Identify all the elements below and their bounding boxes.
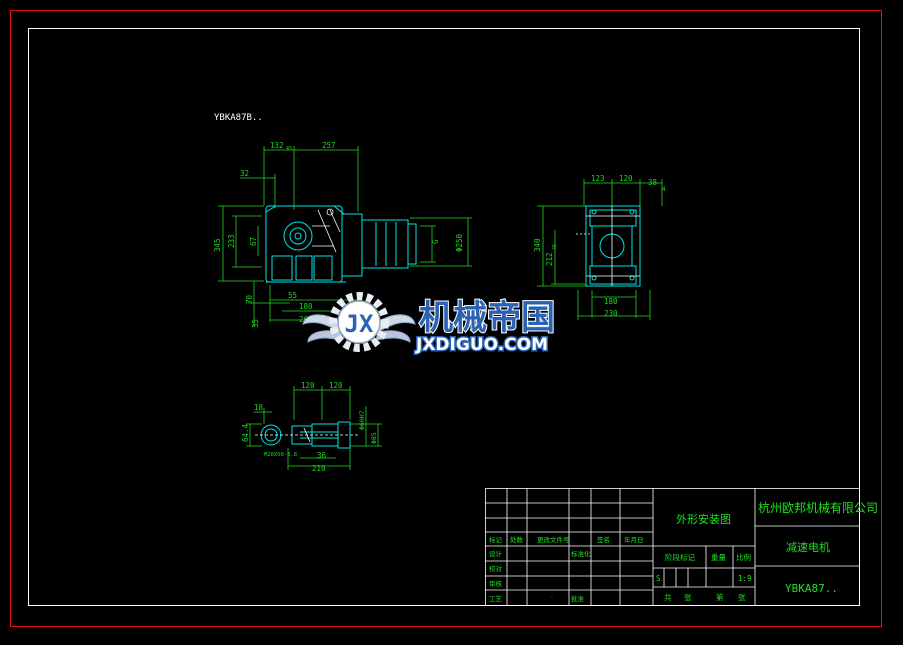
dim-side-180: 180: [604, 297, 618, 306]
front-view-outline: [312, 208, 341, 253]
dim-shaft-64-4: 64.4: [241, 423, 250, 442]
tb-sheet-total-a: 共: [664, 593, 672, 602]
tb-row-review: 审核: [489, 579, 503, 588]
side-view-outline: [576, 206, 640, 286]
tb-drawing-title: 外形安装图: [676, 512, 731, 526]
tb-product: 减速电机: [786, 540, 830, 554]
tb-row-approve: 批准: [571, 594, 585, 603]
dim-front-top-sub: 45: [286, 146, 292, 152]
dim-front-67: 67: [249, 237, 258, 246]
dim-shaft-210: 210: [312, 464, 326, 473]
side-view: 123 120 38 4 340 212 45 180 230: [533, 174, 666, 320]
tb-scale-label: 比例: [736, 552, 751, 562]
tb-sheet-total-b: 张: [684, 593, 692, 602]
dim-side-340: 340: [533, 238, 542, 252]
tb-hdr-date: 年月日: [624, 535, 644, 544]
dim-front-G: G: [431, 239, 440, 244]
dim-shaft-120b: 120: [329, 381, 343, 390]
front-view-geometry: [265, 205, 417, 283]
model-label: YBKA87B..: [214, 113, 263, 123]
dim-front-55: 55: [288, 291, 297, 300]
dim-shaft-phi85: Φ85: [370, 432, 378, 444]
tb-row-design: 设计: [489, 549, 503, 558]
title-block: 标记 处数 更改文件号 签名 年月日 设计 标准化 校对 审核 工艺 批准 · …: [485, 488, 878, 606]
dim-front-70: 70: [245, 294, 254, 304]
tb-stage-value: S: [656, 574, 661, 583]
dim-front-phi250: Φ250: [455, 233, 464, 252]
tb-company: 杭州欧邦机械有限公司: [758, 500, 878, 515]
dim-shaft-phi60: Φ60H7: [358, 410, 366, 430]
dim-front-257: 257: [322, 141, 336, 150]
inner-frame: [28, 28, 860, 606]
dim-front-132: 132: [270, 141, 284, 150]
tb-hdr-doc: 更改文件号: [537, 535, 570, 544]
tb-weight-label: 重量: [711, 553, 726, 562]
dim-front-345: 345: [213, 238, 222, 252]
dim-side-4: 4: [662, 186, 666, 193]
dim-front-32: 32: [240, 169, 249, 178]
tb-row-process: 工艺: [489, 595, 503, 603]
tb-hdr-sign: 签名: [597, 535, 610, 544]
tb-hdr-count: 处数: [510, 535, 524, 544]
dim-side-212: 212: [545, 252, 554, 266]
watermark-url: JXDIGUO.COM: [415, 335, 548, 355]
dim-front-35: 35: [251, 319, 260, 328]
tb-sheet-no-b: 张: [738, 593, 746, 602]
dim-side-230: 230: [604, 309, 618, 318]
watermark-gear-icon: JX: [329, 292, 389, 352]
tb-stage-label: 阶段标记: [665, 552, 695, 562]
shaft-view-outline: [255, 427, 358, 443]
tb-row-check: 校对: [489, 564, 503, 573]
watermark: JX 机械帝国 JXDIGUO.COM: [302, 292, 556, 357]
tb-model: YBKA87..: [785, 582, 838, 595]
watermark-title: 机械帝国: [419, 298, 555, 338]
shaft-view-dimensions: [246, 386, 382, 470]
tb-sheet-no-a: 第: [716, 592, 724, 602]
outer-border: [10, 10, 882, 627]
dim-front-233: 233: [227, 234, 236, 248]
tb-dot: ·: [550, 593, 554, 601]
dim-shaft-120a: 120: [301, 381, 315, 390]
tb-hdr-mark: 标记: [489, 535, 503, 544]
dim-shaft-thread: M20X50-8.8: [264, 452, 297, 458]
svg-text:JX: JX: [345, 310, 374, 338]
dim-side-123: 123: [591, 174, 605, 183]
dim-side-120: 120: [619, 174, 633, 183]
tb-scale-value: 1:9: [738, 574, 752, 583]
shaft-view: 120 120 18 64.4 Φ60H7 Φ85 M20X50-8.8 36 …: [241, 381, 382, 473]
dim-shaft-36: 36: [317, 451, 327, 460]
title-block-grid: [485, 488, 860, 606]
dim-front-180: 180: [299, 302, 313, 311]
side-view-dimensions: [537, 179, 663, 320]
dim-side-38: 38: [648, 178, 658, 187]
dim-side-sub: 45: [552, 244, 558, 250]
dim-shaft-18: 18: [254, 403, 264, 412]
tb-row-std: 标准化: [571, 549, 591, 558]
